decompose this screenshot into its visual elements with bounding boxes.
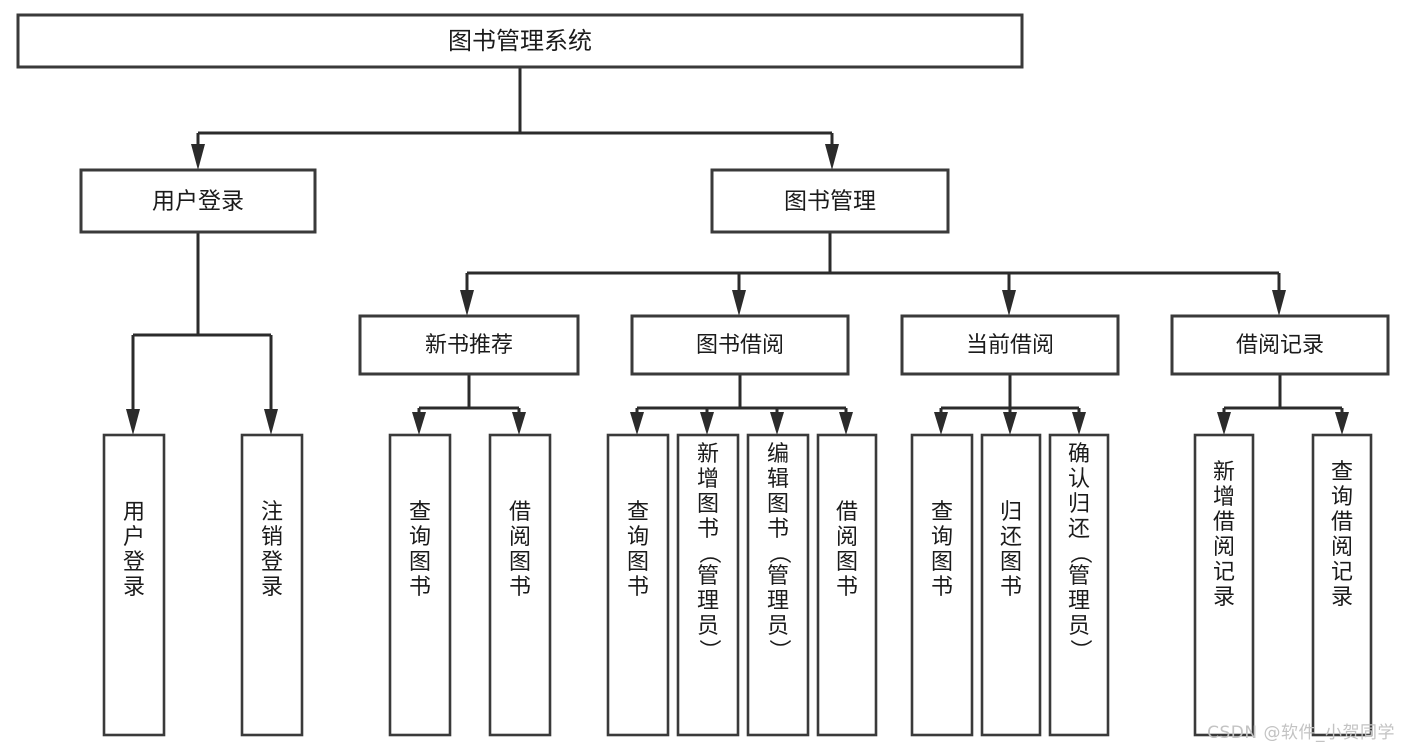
leaf-box-borrow-book-2[interactable]	[816, 433, 878, 737]
connector-group-borrow-record	[1217, 374, 1349, 435]
connector-group-current-borrow	[934, 374, 1086, 435]
node-user-login-box[interactable]	[79, 168, 317, 234]
node-borrow-record[interactable]: 借阅记录	[1170, 314, 1390, 376]
node-new-book-recommend-label: 新书推荐	[425, 333, 513, 358]
node-book-management[interactable]: 图书管理	[710, 168, 950, 234]
node-user-login-label: 用户登录	[152, 189, 244, 215]
leaf-box-user-login[interactable]	[102, 433, 166, 737]
connector-group-new-book	[412, 374, 526, 435]
node-borrow-record-label: 借阅记录	[1236, 333, 1324, 358]
node-user-login[interactable]: 用户登录	[79, 168, 317, 234]
connector-group-root	[191, 67, 839, 170]
node-root[interactable]: 图书管理系统	[16, 13, 1024, 69]
node-root-box[interactable]	[16, 13, 1024, 69]
csdn-watermark: CSDN @软件_小贺同学	[1207, 723, 1395, 743]
leaf-box-query-book-3[interactable]	[910, 433, 974, 737]
node-root-label: 图书管理系统	[448, 27, 592, 55]
leaf-box-confirm-return-admin[interactable]	[1048, 433, 1110, 737]
node-new-book-recommend-box[interactable]	[358, 314, 580, 376]
leaf-box-add-borrow-record[interactable]	[1193, 433, 1255, 737]
leaf-box-edit-book-admin[interactable]	[746, 433, 810, 737]
node-current-borrow[interactable]: 当前借阅	[900, 314, 1120, 376]
node-current-borrow-label: 当前借阅	[966, 333, 1054, 358]
leaf-box-group	[102, 433, 1373, 737]
leaf-box-query-borrow-record[interactable]	[1311, 433, 1373, 737]
connector-group-book-mgmt	[460, 232, 1286, 316]
leaf-box-borrow-book-1[interactable]	[488, 433, 552, 737]
node-book-borrow-box[interactable]	[630, 314, 850, 376]
node-book-borrow[interactable]: 图书借阅	[630, 314, 850, 376]
node-current-borrow-box[interactable]	[900, 314, 1120, 376]
leaf-box-add-book-admin[interactable]	[676, 433, 740, 737]
leaf-box-return-book[interactable]	[980, 433, 1042, 737]
node-book-borrow-label: 图书借阅	[696, 333, 784, 358]
leaf-box-query-book-1[interactable]	[388, 433, 452, 737]
leaf-box-query-book-2[interactable]	[606, 433, 670, 737]
node-borrow-record-box[interactable]	[1170, 314, 1390, 376]
node-book-management-box[interactable]	[710, 168, 950, 234]
node-book-management-label: 图书管理	[784, 189, 876, 215]
leaf-box-logout[interactable]	[240, 433, 304, 737]
connector-group-user-login	[126, 232, 278, 435]
connector-group-book-borrow	[630, 374, 853, 435]
node-new-book-recommend[interactable]: 新书推荐	[358, 314, 580, 376]
